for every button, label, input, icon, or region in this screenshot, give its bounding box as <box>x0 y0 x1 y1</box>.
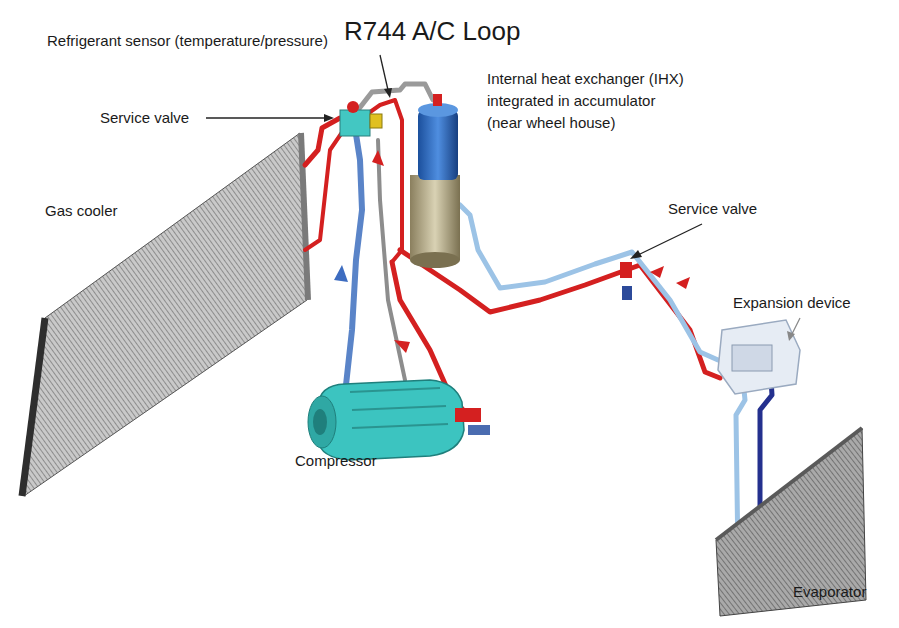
flow-arrow <box>334 265 348 282</box>
gas-cooler <box>22 133 308 496</box>
leader-lines <box>206 55 800 341</box>
light-blue-pipe <box>460 205 718 360</box>
part-label: Gas cooler <box>45 200 118 222</box>
part-label: Expansion device <box>733 292 851 314</box>
leader-arrowhead <box>787 331 795 341</box>
leader-line <box>206 117 326 118</box>
part-label: Compressor <box>295 450 377 472</box>
expansion-device <box>718 320 800 394</box>
leader-arrowhead <box>630 250 642 259</box>
leader-line <box>792 318 800 334</box>
gas-cooler-tank <box>301 133 308 300</box>
part-label: Internal heat exchanger (IHX) integrated… <box>487 68 690 134</box>
evaporator <box>716 428 866 616</box>
leader-arrowhead <box>324 114 334 122</box>
refrigerant-pipes <box>305 84 772 590</box>
part-label: Service valve <box>100 107 189 129</box>
part-label: Service valve <box>668 198 757 220</box>
refrigerant-sensor <box>370 114 382 128</box>
flow-arrow <box>676 277 690 289</box>
flow-arrows <box>334 150 690 353</box>
flow-arrow <box>650 266 664 278</box>
gas-cooler-tank <box>22 318 45 496</box>
blue-pipe <box>346 128 362 385</box>
flow-arrow <box>372 150 384 166</box>
leader-line <box>638 224 702 255</box>
red-pipe <box>305 128 345 250</box>
leader-line <box>380 55 388 90</box>
flow-arrow <box>394 340 410 353</box>
leader-arrowhead <box>384 88 392 98</box>
service-valve <box>340 101 382 136</box>
accumulator-ihx <box>410 94 460 268</box>
compressor <box>308 380 490 460</box>
red-pipe <box>400 250 720 378</box>
service-valve <box>620 262 632 300</box>
part-label: Evaporator <box>793 581 866 603</box>
diagram-title: R744 A/C Loop <box>344 16 520 46</box>
part-label: Refrigerant sensor (temperature/pressure… <box>47 30 328 52</box>
